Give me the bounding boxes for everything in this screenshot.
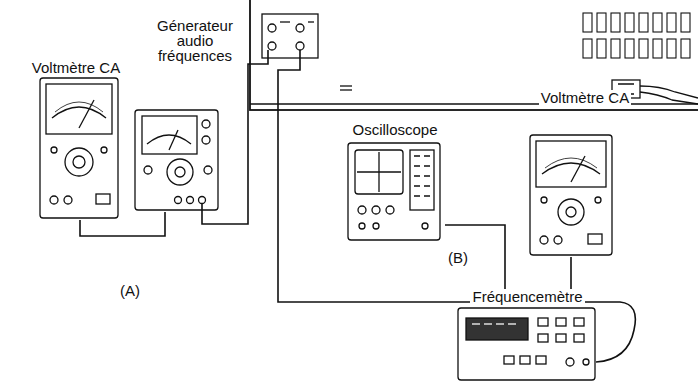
instrument-label: Fréquencemètre	[470, 289, 584, 304]
setup-label: (A)	[118, 283, 142, 299]
frequency-meter: Fréquencemètre	[455, 289, 600, 383]
test-lead	[445, 225, 571, 290]
test-lead	[80, 212, 165, 236]
audio-generator: Génerateur audio fréquences	[140, 18, 250, 212]
oscilloscope: Oscilloscope	[345, 122, 445, 242]
instrument-label: Voltmètre CA	[30, 60, 122, 75]
ac-voltmeter: Voltmètre CA	[18, 60, 134, 220]
instrument-label: Génerateur audio fréquences	[145, 18, 245, 63]
ac-voltmeter: Voltmètre CA	[525, 90, 645, 257]
instrument-label: Voltmètre CA	[539, 90, 631, 105]
setup-label: (B)	[446, 250, 470, 266]
instrument-label: Oscilloscope	[350, 122, 439, 137]
